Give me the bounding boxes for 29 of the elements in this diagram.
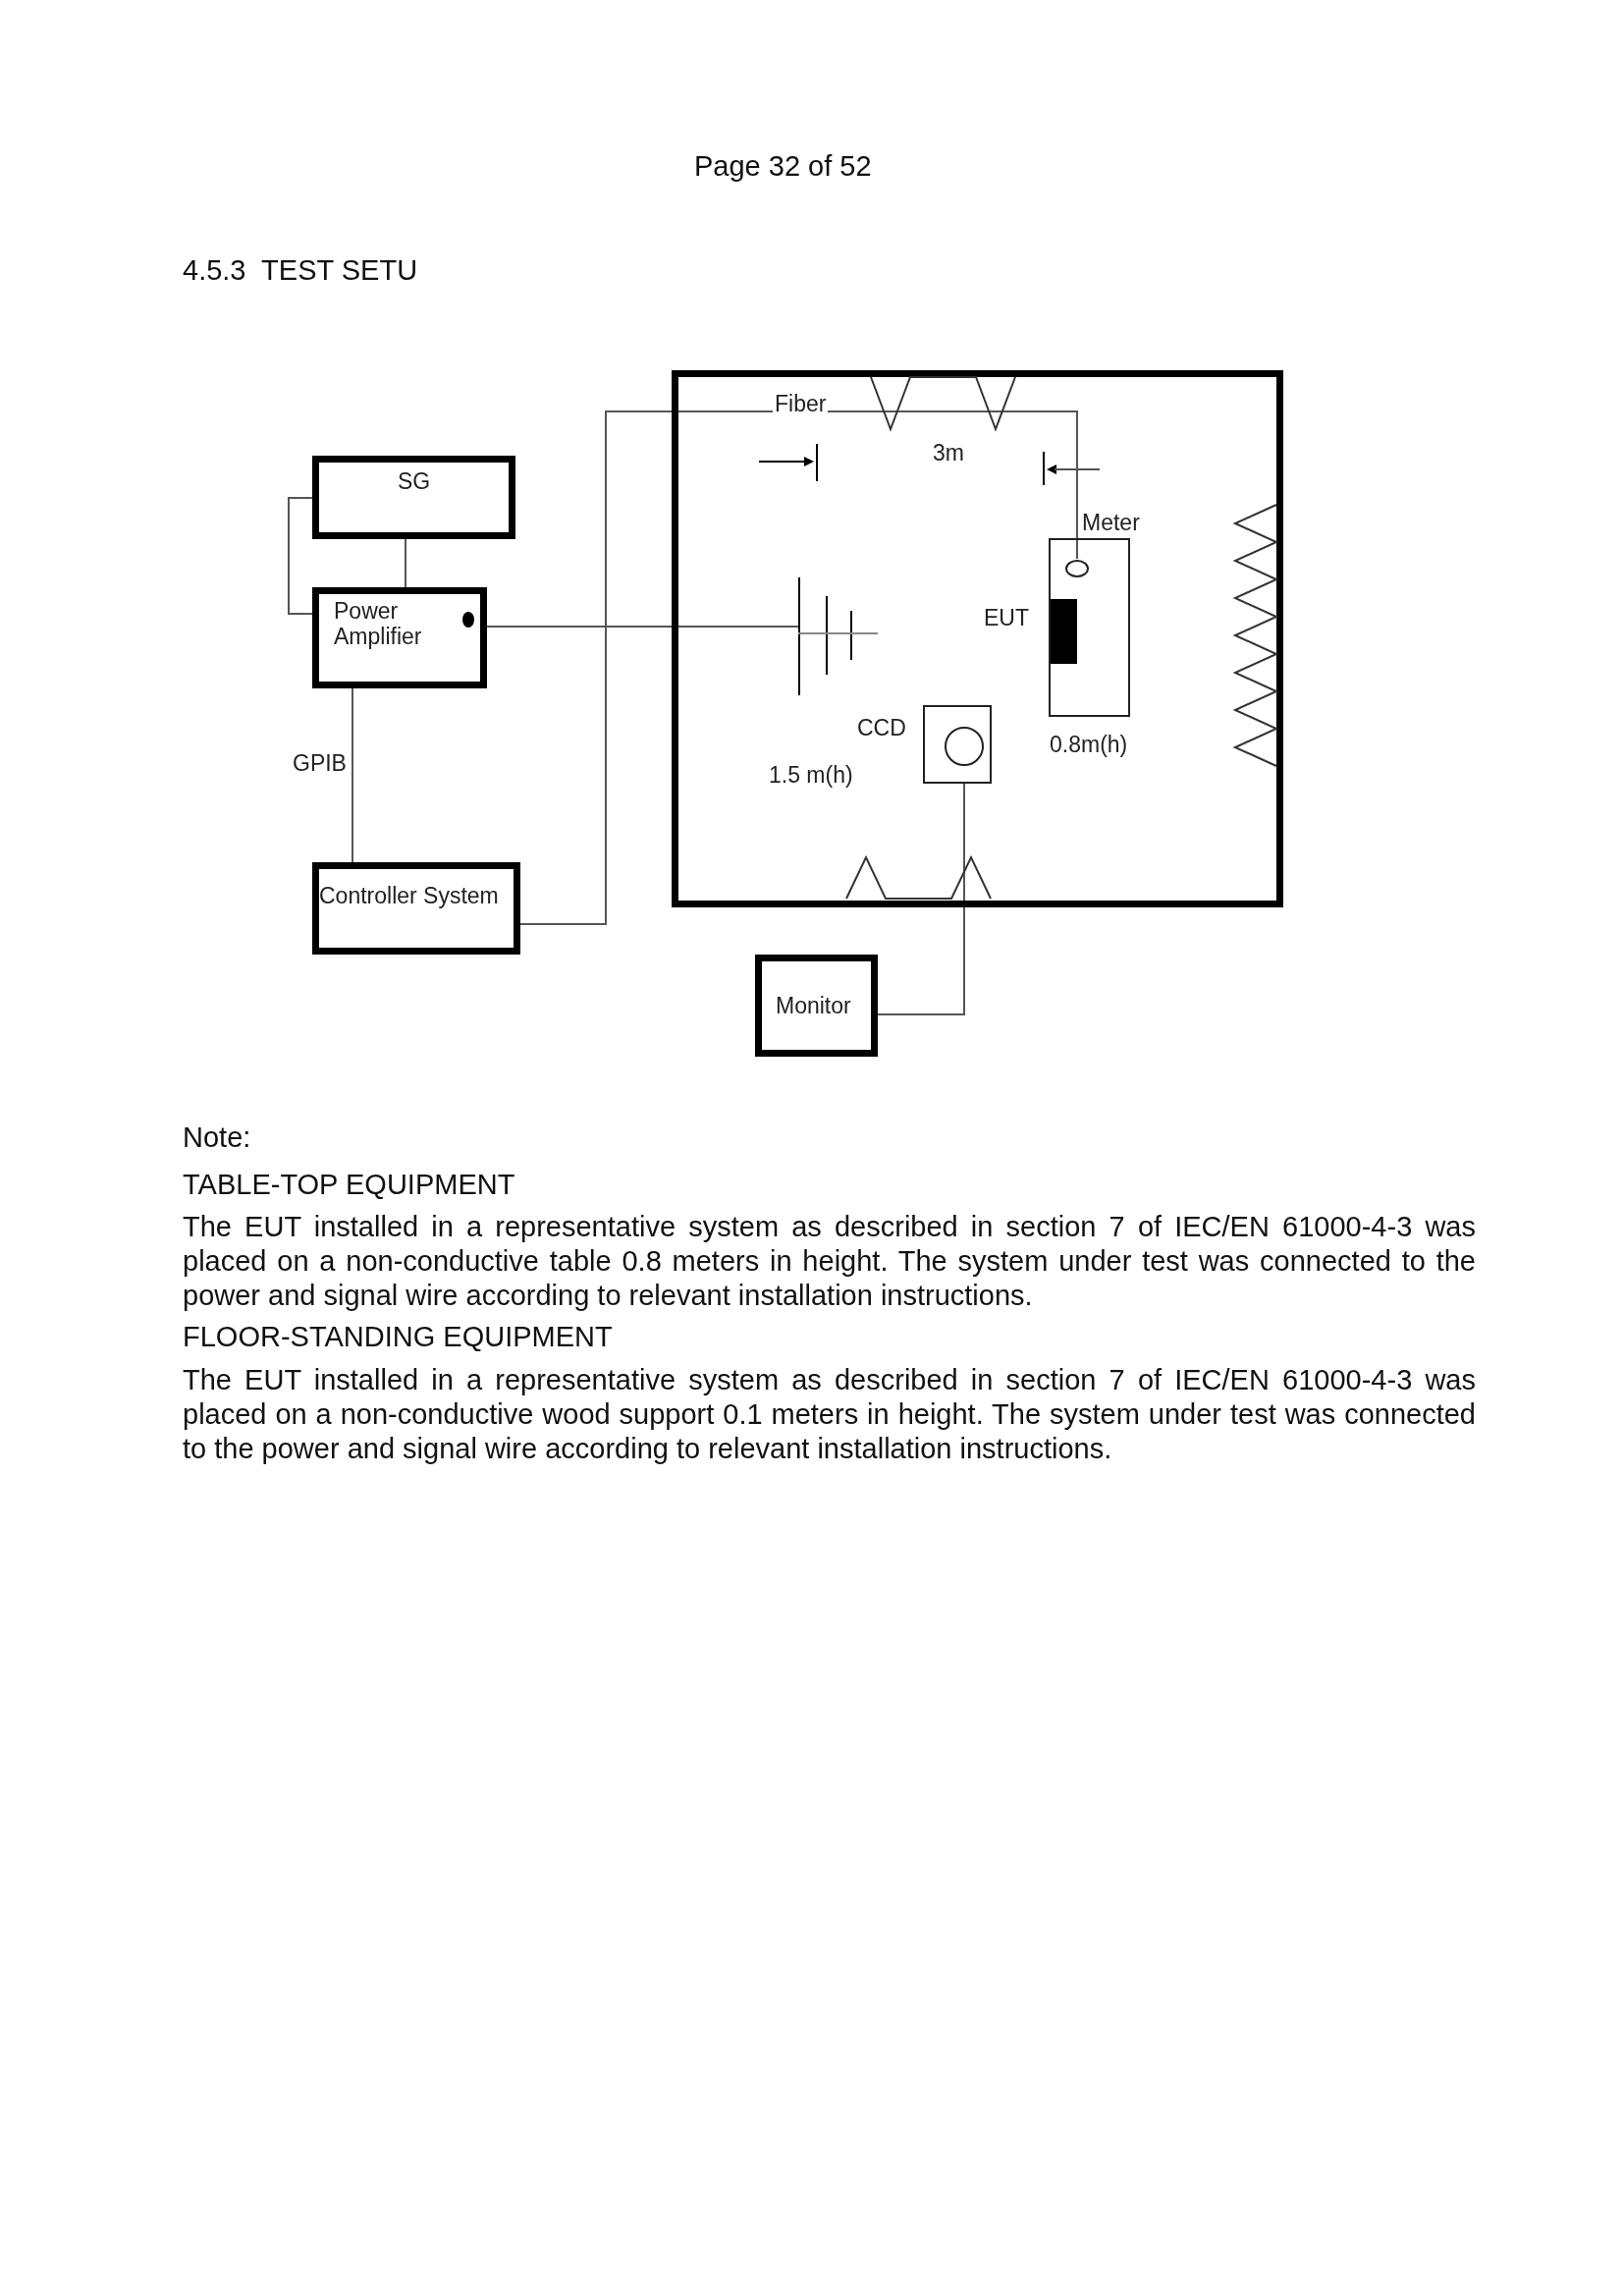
dimension-label: 3m (933, 440, 964, 466)
instrument-label: Monitor (776, 993, 851, 1019)
note-heading: Note: (183, 1121, 251, 1155)
eut-label: EUT (984, 605, 1029, 631)
instrument-box (312, 862, 520, 955)
connector-line (877, 783, 965, 1015)
ccd-label: CCD (857, 715, 906, 741)
meter-label: Meter (1082, 510, 1140, 536)
section-heading: 4.5.3 TEST SETU (183, 253, 418, 288)
note-paragraph: The EUT installed in a representative system as described in section 7 of IEC/EN 61000-4-3 was placed on a non-conductive wood support 0.1 meters in height. The system under test was connected to the power and signal wire according to relevant installation instructions. (183, 1363, 1476, 1466)
connector-line (486, 626, 799, 628)
connector-line (405, 538, 406, 588)
instrument-label: SG (396, 468, 432, 495)
instrument-label: Power Amplifier (334, 598, 423, 649)
instrument-box (312, 456, 515, 539)
chamber-outline (672, 370, 1283, 907)
height-label: 1.5 m(h) (769, 762, 853, 789)
antenna-symbol (798, 577, 878, 695)
height-label: 0.8m(h) (1050, 732, 1128, 758)
connector-line (519, 410, 1078, 925)
page-number: Page 32 of 52 (694, 149, 872, 184)
connector-line (352, 687, 353, 863)
note-subheading: FLOOR-STANDING EQUIPMENT (183, 1320, 613, 1354)
note-paragraph: The EUT installed in a representative system as described in section 7 of IEC/EN 61000-4-3 was placed on a non-conductive table 0.8 meters in height. The system under test was connected to the power and signal wire according to relevant installation instructions. (183, 1210, 1476, 1313)
connector-line (288, 497, 313, 615)
monitor-box (755, 955, 878, 1057)
instrument-box (312, 587, 487, 688)
note-subheading: TABLE-TOP EQUIPMENT (183, 1168, 515, 1202)
instrument-label: Controller System (319, 883, 499, 909)
